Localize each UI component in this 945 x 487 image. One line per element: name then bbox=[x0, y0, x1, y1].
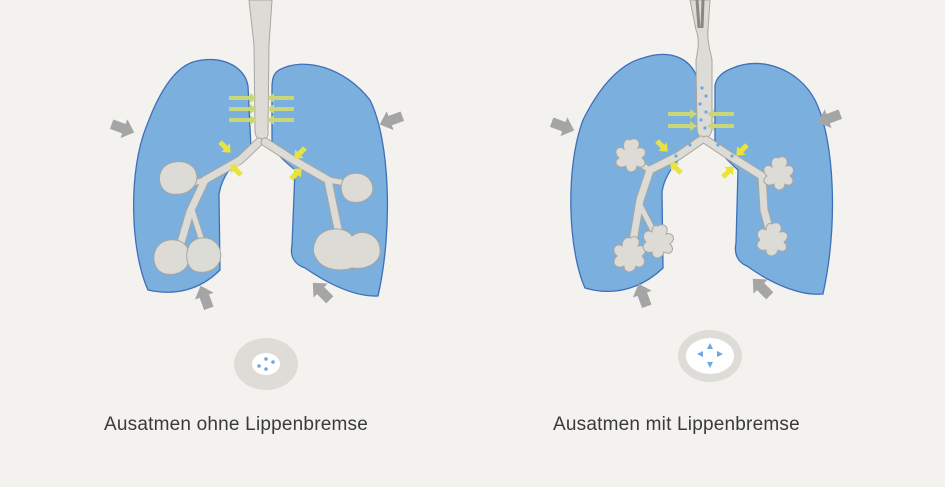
mouth-opening-icon bbox=[678, 330, 742, 382]
left-alveolus-lower-2 bbox=[187, 238, 221, 273]
mouth-opening-icon bbox=[234, 338, 298, 390]
left-alveolus-upper bbox=[160, 162, 197, 195]
right-alveolus-lower bbox=[313, 229, 380, 270]
right-alveolus-upper bbox=[341, 173, 373, 202]
caption-with-lip-brake: Ausatmen mit Lippenbremse bbox=[553, 414, 800, 436]
panel-with-lip-brake bbox=[548, 0, 844, 382]
left-alveolus-lower-1 bbox=[154, 240, 190, 275]
panel-without-lip-brake bbox=[108, 0, 406, 390]
caption-without-lip-brake: Ausatmen ohne Lippenbremse bbox=[104, 414, 368, 436]
